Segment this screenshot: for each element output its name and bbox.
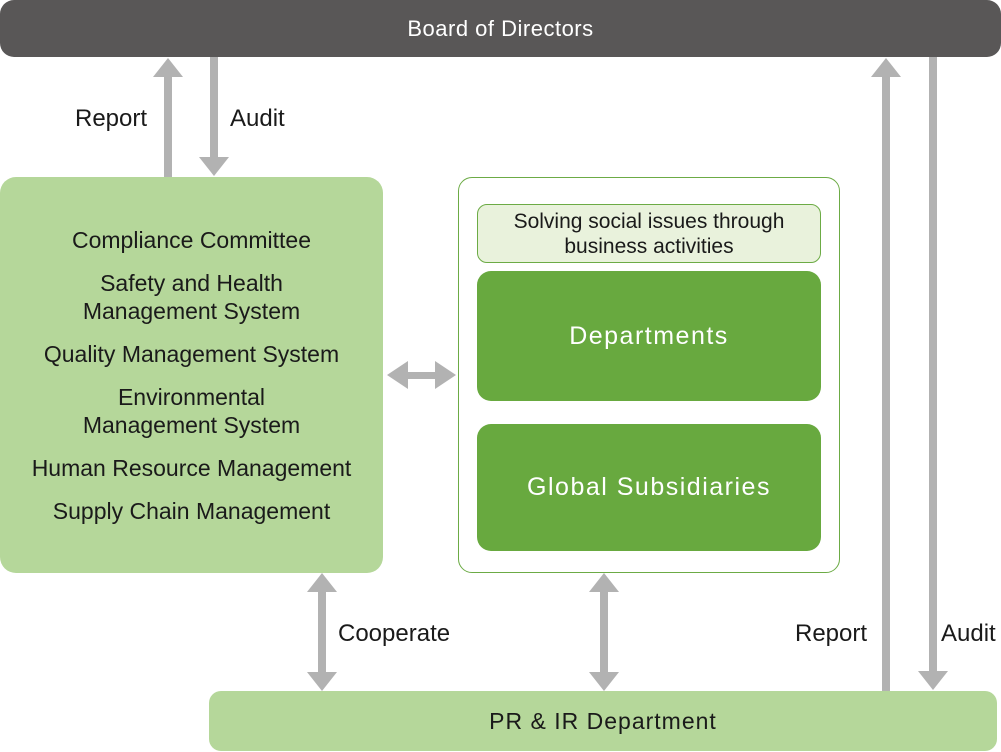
audit-label-left: Audit <box>230 105 285 132</box>
item-line: Supply Chain Management <box>52 497 331 524</box>
arrowhead-down-icon <box>589 672 619 691</box>
arrow-shaft <box>164 75 172 177</box>
item-compliance-committee: Compliance Committee <box>72 226 311 254</box>
global-subsidiaries-box: Global Subsidiaries <box>477 424 821 551</box>
arrow-shaft <box>318 590 326 674</box>
audit-label-right: Audit <box>941 620 996 647</box>
panel-pr-double-arrow <box>588 573 620 691</box>
arrowhead-up-icon <box>589 573 619 592</box>
social-issues-line: business activities <box>564 234 734 258</box>
departments-label: Departments <box>569 321 729 350</box>
arrow-shaft <box>600 590 608 674</box>
item-line: Safety and Health <box>100 269 283 296</box>
arrow-shaft <box>882 75 890 691</box>
item-human-resource-management: Human Resource Management <box>32 454 352 482</box>
item-quality-management-system: Quality Management System <box>44 340 339 368</box>
item-line: Compliance Committee <box>71 226 312 253</box>
arrowhead-up-icon <box>307 573 337 592</box>
board-of-directors-label: Board of Directors <box>407 15 594 41</box>
bidirectional-arrow-horizontal <box>387 361 456 389</box>
arrow-shaft <box>210 57 218 159</box>
arrowhead-down-icon <box>918 671 948 690</box>
management-systems-box: Compliance Committee Safety and Health M… <box>0 177 383 573</box>
item-line: Human Resource Management <box>31 454 352 481</box>
arrowhead-up-icon <box>871 58 901 77</box>
report-label-right: Report <box>795 620 868 647</box>
item-supply-chain-management: Supply Chain Management <box>53 497 330 525</box>
arrowhead-down-icon <box>307 672 337 691</box>
board-of-directors-bar: Board of Directors <box>0 0 1001 57</box>
item-safety-health-management-system: Safety and Health Management System <box>83 269 300 325</box>
audit-down-arrow-right <box>917 57 949 690</box>
arrowhead-left-icon <box>387 361 408 389</box>
arrowhead-right-icon <box>435 361 456 389</box>
item-line: Quality Management System <box>43 340 340 367</box>
pr-ir-department-bar: PR & IR Department <box>209 691 997 751</box>
pr-ir-department-label: PR & IR Department <box>489 707 717 734</box>
report-label-left: Report <box>75 105 148 132</box>
arrowhead-up-icon <box>153 58 183 77</box>
arrow-shaft <box>929 57 937 673</box>
item-environmental-management-system: Environmental Management System <box>83 383 300 439</box>
social-issues-line: Solving social issues through <box>513 209 785 233</box>
report-up-arrow-right <box>870 58 902 691</box>
report-up-arrow-left <box>152 58 184 177</box>
item-line: Environmental <box>117 383 265 410</box>
arrowhead-down-icon <box>199 157 229 176</box>
audit-down-arrow-left <box>198 57 230 176</box>
arrow-shaft <box>406 371 437 379</box>
cooperate-double-arrow <box>306 573 338 691</box>
cooperate-label: Cooperate <box>338 620 451 647</box>
departments-box: Departments <box>477 271 821 401</box>
item-line: Management System <box>82 411 301 438</box>
global-subsidiaries-label: Global Subsidiaries <box>527 473 771 501</box>
item-line: Management System <box>82 297 301 324</box>
social-issues-header-box: Solving social issues through business a… <box>477 204 821 263</box>
